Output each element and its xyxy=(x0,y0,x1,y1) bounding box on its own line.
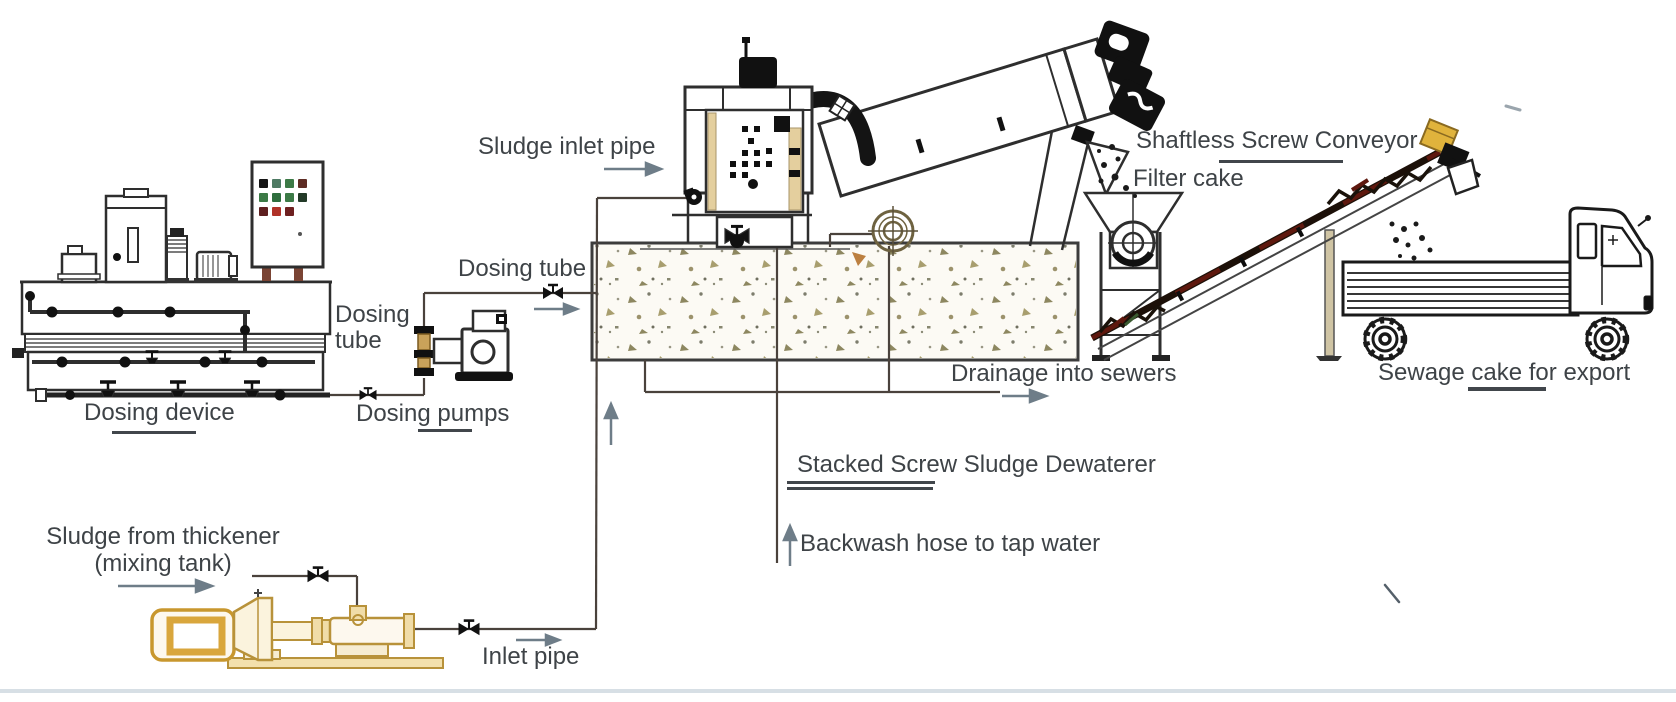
underline xyxy=(418,429,472,432)
dosing-tube-line xyxy=(330,291,596,397)
stray-mark xyxy=(1504,104,1522,112)
label-drainage-into-sewers: Drainage into sewers xyxy=(951,360,1177,387)
valve-icon xyxy=(457,619,481,637)
label-inlet-pipe: Inlet pipe xyxy=(482,643,580,670)
concrete-platform xyxy=(590,241,1080,362)
panel-button xyxy=(272,179,281,188)
panel-button xyxy=(272,193,281,202)
label-sludge-inlet-pipe: Sludge inlet pipe xyxy=(478,133,656,160)
hopper-stand-graphic xyxy=(1082,191,1185,361)
truck-wheel-icon xyxy=(1587,319,1627,359)
panel-button xyxy=(285,179,294,188)
panel-button xyxy=(259,179,268,188)
label-sludge-from-thickener: Sludge from thickener xyxy=(46,523,280,550)
valve-icon xyxy=(306,566,330,584)
flow-arrow-up-icon xyxy=(782,522,798,566)
flow-arrow-up-icon xyxy=(603,400,619,445)
flow-arrow-right-icon xyxy=(604,161,665,177)
label-dosing-pumps: Dosing pumps xyxy=(356,400,510,427)
panel-button xyxy=(285,193,294,202)
label-filter-cake: Filter cake xyxy=(1133,165,1244,192)
drainage-line xyxy=(643,232,1000,394)
panel-button xyxy=(298,193,307,202)
floor-line xyxy=(0,689,1676,693)
dosing-device-graphic xyxy=(12,188,332,402)
underline xyxy=(787,487,933,490)
keypad-dots xyxy=(730,126,772,189)
truck-graphic xyxy=(1341,206,1654,359)
conveyor-discharge-particles xyxy=(1389,221,1433,261)
label-sewage-cake-for-export: Sewage cake for export xyxy=(1378,359,1631,386)
dosing-pump-graphic xyxy=(414,309,513,381)
filter-cake-particles xyxy=(1097,144,1137,198)
flow-arrow-right-icon xyxy=(118,578,216,594)
panel-button xyxy=(272,207,281,216)
truck-wheel-icon xyxy=(1365,319,1405,359)
flow-arrows xyxy=(118,161,1050,647)
underline xyxy=(1468,387,1546,391)
stray-mark xyxy=(1383,583,1401,604)
label-stacked-screw-sludge-dewaterer: Stacked Screw Sludge Dewaterer xyxy=(797,451,1156,478)
control-panel-buttons xyxy=(259,179,307,216)
label-backwash-hose: Backwash hose to tap water xyxy=(800,530,1101,557)
underline xyxy=(1219,160,1343,163)
panel-button xyxy=(259,207,268,216)
drain-flange-icon xyxy=(868,206,918,256)
label-shaftless-screw-conveyor: Shaftless Screw Conveyor xyxy=(1136,127,1418,154)
valve-icon xyxy=(541,283,565,301)
label-dosing-tube-top: Dosing tube xyxy=(458,255,587,282)
label-dosing-tube-left: Dosing tube xyxy=(335,301,410,355)
panel-button xyxy=(285,207,294,216)
label-mixing-tank: (mixing tank) xyxy=(94,550,232,577)
underline xyxy=(112,431,196,434)
valve-icon xyxy=(358,387,378,402)
label-dosing-device: Dosing device xyxy=(84,399,235,426)
panel-button xyxy=(298,179,307,188)
thickener-branch-line xyxy=(252,574,359,608)
flow-arrow-right-icon xyxy=(534,302,581,316)
flow-arrow-right-icon xyxy=(1002,388,1050,404)
underline xyxy=(787,481,935,484)
feed-pump-graphic xyxy=(150,589,444,669)
inlet-pipe-line xyxy=(408,196,688,631)
panel-button xyxy=(259,193,268,202)
flow-arrow-right-icon xyxy=(516,633,563,647)
screw-conveyor-graphic xyxy=(1090,118,1481,361)
dewaterer-graphic xyxy=(672,20,1165,251)
